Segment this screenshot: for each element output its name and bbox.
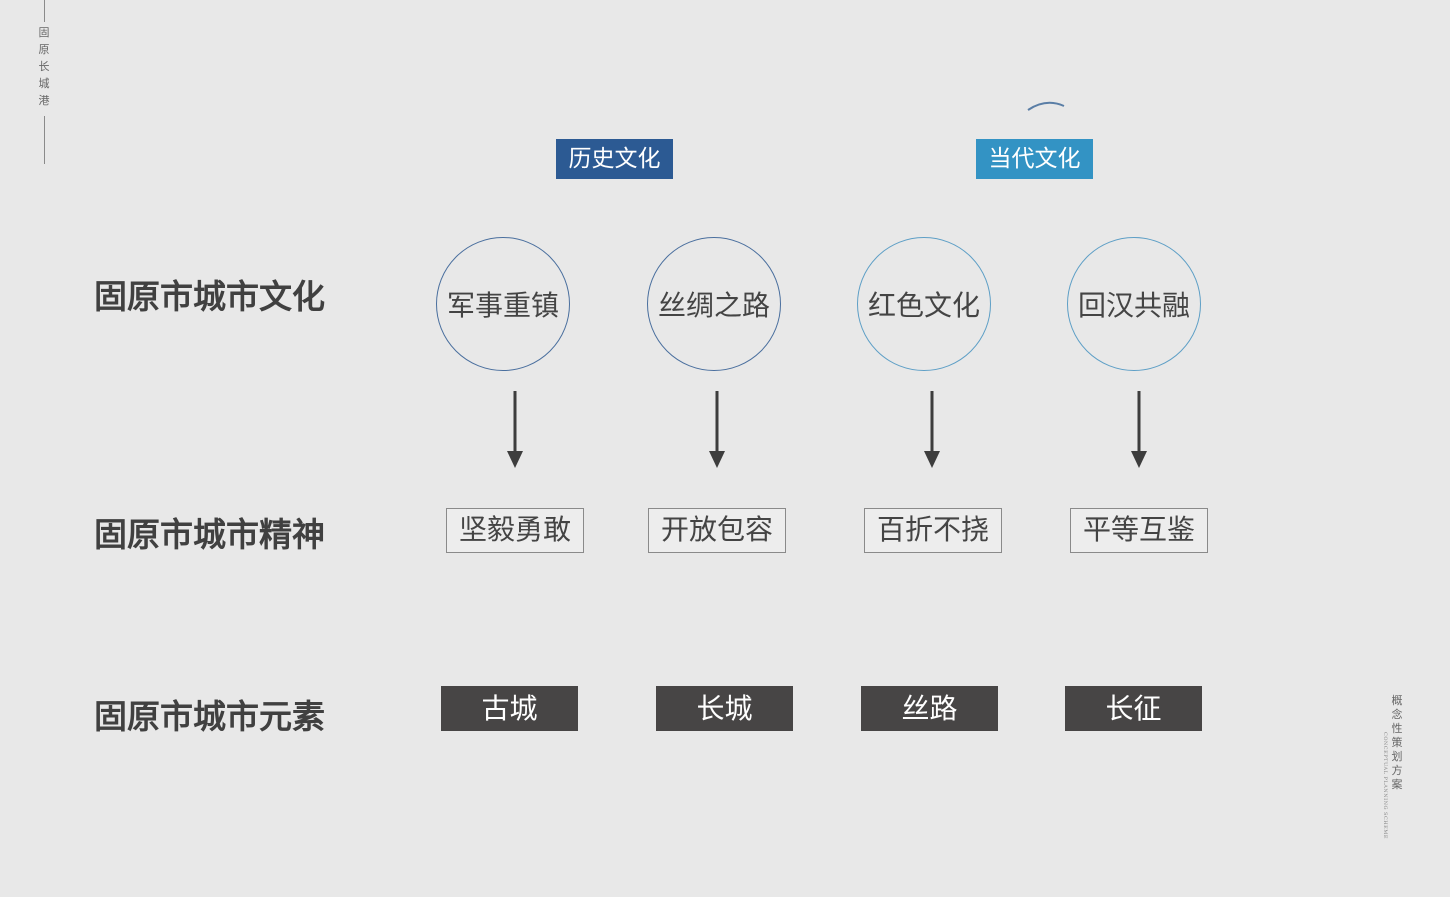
culture-circle-military: 军事重镇 bbox=[436, 237, 570, 371]
brand-divider-bottom bbox=[44, 116, 45, 164]
arrow-down-icon bbox=[709, 391, 725, 468]
element-box-silk-road: 丝路 bbox=[861, 686, 998, 731]
arrow-down-icon bbox=[924, 391, 940, 468]
culture-circle-silk-road: 丝绸之路 bbox=[647, 237, 781, 371]
footer-subtitle: CONCEPTUAL PLANNING SCHEME bbox=[1382, 732, 1388, 840]
element-box-ancient-city: 古城 bbox=[441, 686, 578, 731]
row-label-culture: 固原市城市文化 bbox=[94, 277, 325, 316]
spirit-box-equal: 平等互鉴 bbox=[1070, 508, 1208, 553]
brand-vertical-text: 固原长城港 bbox=[38, 26, 50, 107]
row-label-spirit: 固原市城市精神 bbox=[94, 515, 325, 554]
culture-circle-red-culture: 红色文化 bbox=[857, 237, 991, 371]
spirit-box-open: 开放包容 bbox=[648, 508, 786, 553]
modern-culture-tag: 当代文化 bbox=[976, 139, 1093, 179]
decorative-arc-icon bbox=[1027, 101, 1065, 111]
history-culture-tag: 历史文化 bbox=[556, 139, 673, 179]
spirit-box-brave: 坚毅勇敢 bbox=[446, 508, 584, 553]
footer-title: 概念性策划方案 bbox=[1391, 694, 1403, 791]
brand-divider-top bbox=[44, 0, 45, 22]
element-box-great-wall: 长城 bbox=[656, 686, 793, 731]
arrow-down-icon bbox=[1131, 391, 1147, 468]
row-label-element: 固原市城市元素 bbox=[94, 697, 325, 736]
spirit-box-persistent: 百折不挠 bbox=[864, 508, 1002, 553]
arrow-down-icon bbox=[507, 391, 523, 468]
element-box-long-march: 长征 bbox=[1065, 686, 1202, 731]
culture-circle-hui-han: 回汉共融 bbox=[1067, 237, 1201, 371]
